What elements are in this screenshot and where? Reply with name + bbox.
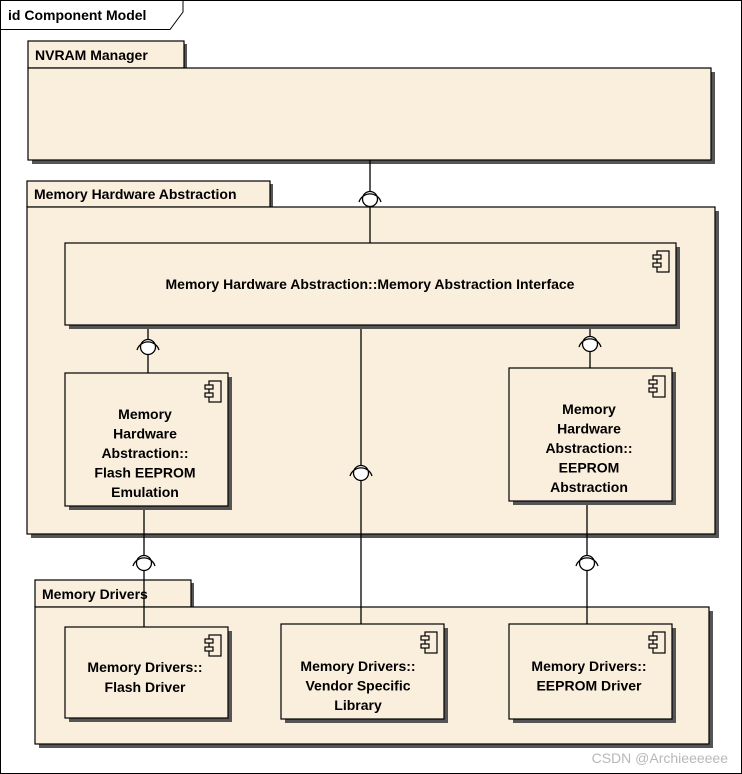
package-name: NVRAM Manager [35, 47, 148, 63]
component-icon [204, 380, 222, 403]
component-box [280, 623, 445, 720]
component-box [508, 623, 673, 720]
interface-flash-emulation-to-flash-driver [132, 554, 156, 572]
interface-interface-to-vendor-library [349, 464, 373, 482]
interface-interface-to-eeprom-abstraction [578, 335, 602, 353]
interface-interface-to-flash-emulation [136, 338, 160, 356]
interface-eeprom-abstraction-to-eeprom-driver [575, 554, 599, 572]
frame-title: id Component Model [8, 7, 146, 23]
watermark: CSDN @Archieeeeee [592, 750, 729, 766]
component-label-line: Abstraction:: [101, 445, 188, 461]
socket-icon [358, 193, 382, 203]
package-name: Memory Hardware Abstraction [34, 186, 237, 202]
component-box [64, 242, 677, 326]
component-label-line: Vendor Specific [305, 678, 410, 694]
socket-icon [132, 557, 156, 567]
component-icon [648, 631, 666, 654]
lollipop-icon [139, 338, 157, 356]
package-tab [27, 40, 185, 69]
component-label-line: Flash EEPROM [94, 465, 195, 481]
component-icon [652, 250, 670, 273]
component-eeprom-driver: Memory Drivers::EEPROM Driver [508, 623, 676, 723]
interface-nvram-to-mha [358, 190, 382, 208]
component-label-line: Memory [118, 406, 172, 422]
component-label-line: Hardware [557, 421, 621, 437]
component-label-line: EEPROM Driver [536, 678, 642, 694]
package-name: Memory Drivers [42, 586, 148, 602]
component-flash-driver: Memory Drivers::Flash Driver [64, 626, 232, 722]
component-label-line: Memory Drivers:: [531, 658, 646, 674]
component-box [64, 626, 229, 719]
component-label-line: Library [334, 697, 382, 713]
lollipop-icon [352, 464, 370, 482]
package-tab [34, 579, 192, 608]
component-label-line: Memory [562, 401, 616, 417]
socket-icon [349, 467, 373, 477]
package-nvram-manager: NVRAM Manager [27, 40, 715, 164]
component-label-line: Hardware [113, 426, 177, 442]
lollipop-icon [361, 190, 379, 208]
component-label-line: Abstraction:: [545, 440, 632, 456]
lollipop-icon [135, 554, 153, 572]
component-eeprom-abstraction: MemoryHardwareAbstraction::EEPROMAbstrac… [508, 367, 676, 505]
component-icon [204, 634, 222, 657]
component-label-line: EEPROM [559, 460, 620, 476]
lollipop-icon [581, 335, 599, 353]
component-label-line: Memory Drivers:: [300, 658, 415, 674]
component-icon [648, 375, 666, 398]
component-label-line: Memory Hardware Abstraction::Memory Abst… [166, 276, 575, 292]
component-label-line: Abstraction [550, 479, 628, 495]
component-label-line: Emulation [111, 484, 179, 500]
component-box [508, 367, 673, 502]
component-label-line: Flash Driver [105, 679, 186, 695]
socket-icon [575, 557, 599, 567]
component-memory-abstraction-interface: Memory Hardware Abstraction::Memory Abst… [64, 242, 680, 329]
lollipop-icon [578, 554, 596, 572]
package-body [27, 67, 712, 161]
component-label-line: Memory Drivers:: [87, 659, 202, 675]
socket-icon [578, 338, 602, 348]
socket-icon [136, 341, 160, 351]
component-box [64, 372, 229, 507]
package-tab [26, 180, 271, 208]
component-icon [420, 631, 438, 654]
